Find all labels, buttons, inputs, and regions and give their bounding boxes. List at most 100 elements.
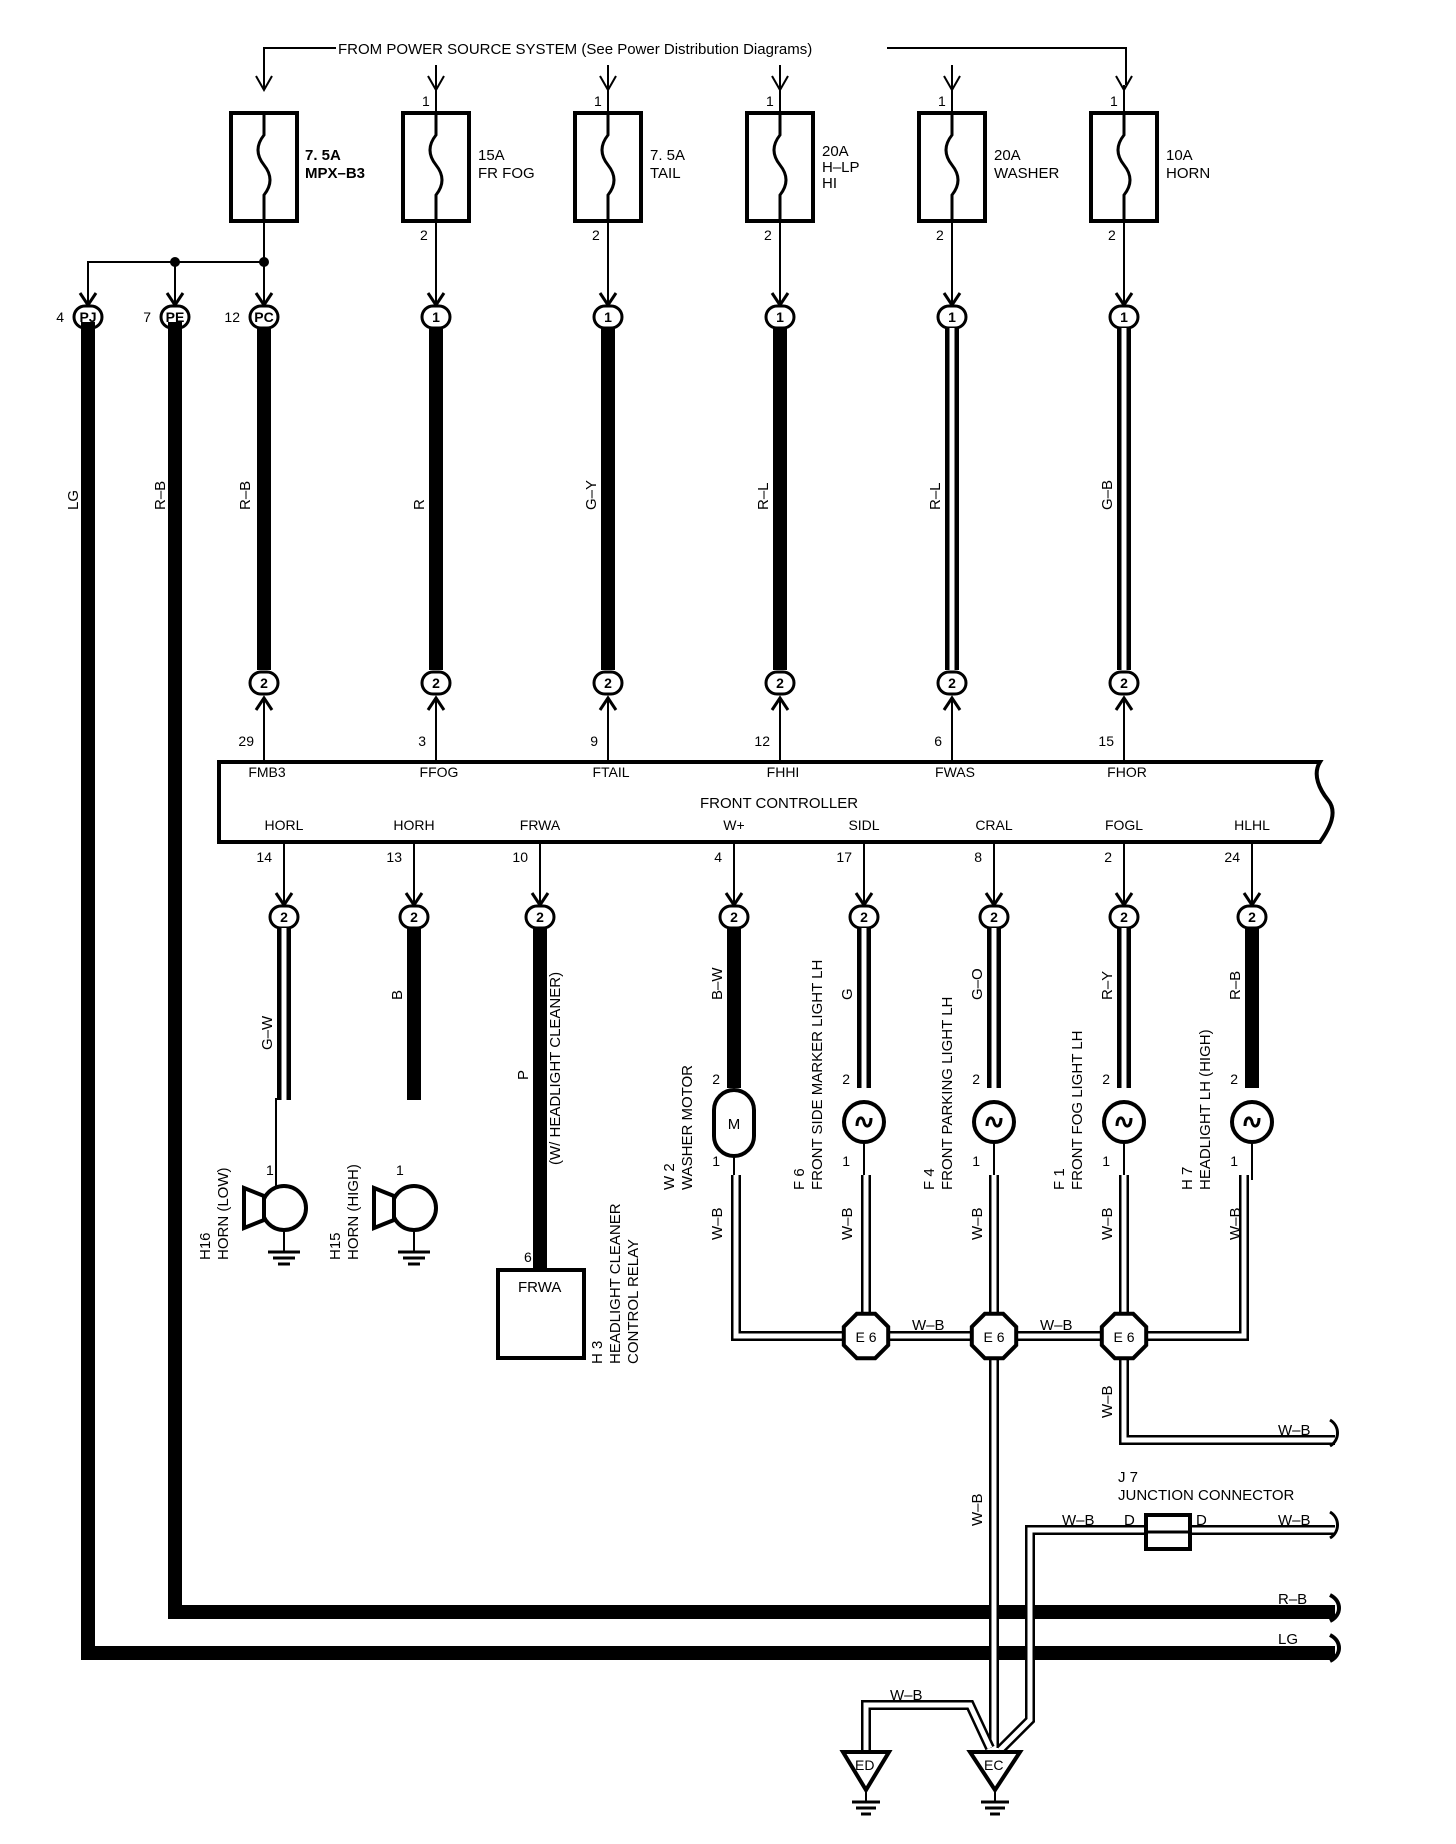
terminal-pin: 12: [754, 733, 770, 749]
fuse-amp: 10A: [1166, 147, 1193, 164]
front-controller-title: FRONT CONTROLLER: [700, 795, 858, 812]
connector-bottom-label: 2: [1248, 909, 1256, 925]
terminal-name: CRAL: [975, 817, 1013, 833]
ground-ed: ED: [839, 1750, 893, 1816]
component-name: FRONT SIDE MARKER LIGHT LH: [809, 960, 826, 1190]
connector-bottom: [936, 670, 968, 696]
pin-right: D: [1196, 1512, 1207, 1529]
fuse-mpx-b3: 7. 5A MPX–B3: [229, 60, 365, 290]
wire-color: W–B: [709, 1207, 726, 1240]
ground-bus: [731, 1175, 1335, 1754]
fuse-name: FR FOG: [478, 165, 535, 182]
terminal-name: FWAS: [935, 764, 975, 780]
wire-color: G–W: [259, 1015, 276, 1050]
pin: 1: [1102, 1153, 1110, 1169]
component-name: HEADLIGHT CLEANER: [607, 1203, 624, 1364]
wire-color: R–Y: [1099, 971, 1116, 1000]
splice-point: [1099, 1311, 1149, 1361]
terminal-pin: 10: [512, 849, 528, 865]
terminal-name: FMB3: [248, 764, 286, 780]
fuse-name: HORN: [1166, 165, 1210, 182]
pin: 1: [842, 1153, 850, 1169]
terminal-name: FOGL: [1105, 817, 1143, 833]
wire-color: R–B: [237, 481, 254, 510]
wire-color: W–B: [1099, 1207, 1116, 1240]
junction-pin: 7: [143, 309, 151, 325]
component-name: HORN (LOW): [215, 1168, 232, 1261]
wire-color: W–B: [890, 1687, 923, 1704]
front-controller: FRONT CONTROLLER: [217, 760, 1335, 844]
connector-bottom-label: 2: [604, 675, 612, 691]
connector-bottom-label: 2: [280, 909, 288, 925]
fuse-pin-in: 1: [594, 93, 602, 109]
pin: 1: [1230, 1153, 1238, 1169]
wire-color: W–B: [1278, 1512, 1311, 1529]
through-wires: R–B LG: [81, 322, 1335, 1680]
pin: 1: [712, 1153, 720, 1169]
junction-connector-label: PC: [254, 309, 273, 325]
terminal-pin: 9: [590, 733, 598, 749]
component-code: F 1: [1051, 1168, 1068, 1190]
wire-color: W–B: [839, 1207, 856, 1240]
connector-bottom-label: 2: [260, 675, 268, 691]
connector-bottom: [420, 670, 452, 696]
ground-label: EC: [984, 1757, 1003, 1773]
ground-ec: EC: [966, 1750, 1024, 1816]
connector-bottom-label: 2: [410, 909, 418, 925]
connector-bottom: [248, 670, 280, 696]
pin: 2: [1102, 1071, 1110, 1087]
controller-bottom-terminals: HORL142G–WHORH132BFRWA102PW+42B–WSIDL172…: [256, 817, 1270, 1270]
fuse-pin-out: 2: [592, 227, 600, 243]
wire-color: W–B: [969, 1493, 986, 1526]
component-code: F 4: [921, 1168, 938, 1190]
wire-color: B: [389, 990, 406, 1000]
terminal-pin: 29: [238, 733, 254, 749]
wire-color: W–B: [1040, 1317, 1073, 1334]
splice-label: E 6: [983, 1329, 1004, 1345]
mpx-splice: [87, 257, 269, 305]
fuse-pin-in: 1: [938, 93, 946, 109]
wire-color: R–B: [1227, 971, 1244, 1000]
fuse-name: MPX–B3: [305, 165, 365, 182]
terminal-name: FRWA: [520, 817, 561, 833]
terminal-name: FTAIL: [592, 764, 629, 780]
terminal-pin: 6: [934, 733, 942, 749]
wire-color: P: [515, 1070, 532, 1080]
connector-top-label: 1: [948, 309, 956, 325]
fuse-amp: 7. 5A: [305, 147, 341, 164]
splice-label: E 6: [855, 1329, 876, 1345]
terminal-pin: 4: [714, 849, 722, 865]
wire-color: G–B: [1099, 480, 1116, 510]
power-source-label: FROM POWER SOURCE SYSTEM (See Power Dist…: [338, 41, 812, 58]
connector-top-label: 1: [1120, 309, 1128, 325]
terminal-name: HORH: [393, 817, 434, 833]
component-name: WASHER MOTOR: [679, 1065, 696, 1190]
connector-bottom-label: 2: [432, 675, 440, 691]
wire-color: W–B: [1278, 1422, 1311, 1439]
terminal-pin: 13: [386, 849, 402, 865]
component-name: FRONT PARKING LIGHT LH: [939, 997, 956, 1190]
connector-bottom-label: 2: [990, 909, 998, 925]
fuse-name-line3: HI: [822, 175, 837, 192]
terminal-pin: 8: [974, 849, 982, 865]
pin: 1: [266, 1162, 274, 1178]
fuse-tail: 1 7. 5A TAIL 2: [573, 65, 685, 305]
junction-connector-label: PJ: [79, 309, 96, 325]
fuse-pin-in: 1: [1110, 93, 1118, 109]
fuse-name: TAIL: [650, 165, 681, 182]
terminal-name: FFOG: [420, 764, 459, 780]
fuse-amp: 20A: [822, 143, 849, 160]
connector-bottom-label: 2: [860, 909, 868, 925]
pin: 2: [972, 1071, 980, 1087]
fuse-pin-out: 2: [764, 227, 772, 243]
wire-color: W–B: [969, 1207, 986, 1240]
terminal-pin: 15: [1098, 733, 1114, 749]
terminal-pin: 3: [418, 733, 426, 749]
connector-top-label: 1: [432, 309, 440, 325]
connector-bottom: [592, 670, 624, 696]
wire-color: R–B: [152, 481, 169, 510]
